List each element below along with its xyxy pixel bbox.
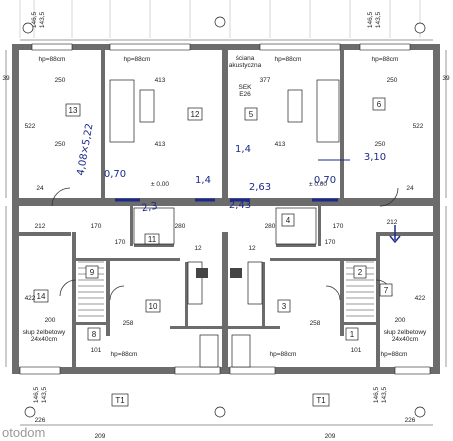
hp-top-left: hp=88cm: [39, 56, 66, 63]
outer-walls: [12, 44, 440, 374]
room-numbers: 13 12 5 6 11 4 9 2 14 10 3 7 8 1: [33, 97, 393, 341]
room-1: 1: [350, 330, 355, 339]
room-7: 7: [384, 286, 389, 295]
room-2: 2: [358, 268, 363, 277]
dim-209-a: 209: [95, 433, 106, 440]
dim-250-a: 250: [55, 77, 66, 84]
room-4: 4: [286, 216, 291, 225]
dim-377: 377: [260, 77, 271, 84]
dim-250-c: 250: [55, 141, 66, 148]
room-13: 13: [69, 106, 78, 115]
dim-212-left: 212: [35, 223, 46, 230]
slup-right-1: słup żelbetowy: [384, 329, 427, 336]
e26-label: E26: [239, 91, 251, 98]
hw-left-vertical: 4,08×5,22: [76, 123, 96, 177]
dim-250-d: 250: [375, 141, 386, 148]
dim-226-b: 226: [405, 417, 416, 424]
dim-12-a: 12: [194, 245, 202, 252]
dim-200-left: 200: [45, 317, 56, 324]
dim-280-a: 280: [175, 223, 186, 230]
dim-413-c: 413: [155, 141, 166, 148]
dim-258-left: 258: [123, 320, 134, 327]
hp-bottom-mid: hp=88cm: [270, 351, 297, 358]
dim-24-a: 24: [36, 185, 44, 192]
dim-101-right: 101: [351, 347, 362, 354]
hw-center-top: 1,4: [235, 144, 251, 155]
dim-39-right: 39: [442, 75, 450, 82]
dim-522-left: 522: [25, 123, 36, 130]
dim-1465-a: 146,5: [31, 11, 38, 28]
axis-markers: [22, 16, 426, 418]
dim-250-b: 250: [387, 77, 398, 84]
room-9: 9: [90, 268, 95, 277]
room-3: 3: [282, 302, 287, 311]
slup-left-2: 24x40cm: [31, 336, 57, 343]
watermark: otodom: [2, 425, 46, 440]
dim-101-left: 101: [91, 347, 102, 354]
dim-413-d: 413: [275, 141, 286, 148]
room-5: 5: [249, 110, 254, 119]
dim-170-b: 170: [115, 239, 126, 246]
hw-right-mid: 0,70: [314, 175, 336, 186]
room-6: 6: [377, 100, 382, 109]
slup-left-1: słup żelbetowy: [23, 329, 66, 336]
dim-209-b: 209: [325, 433, 336, 440]
sciana-label-2: akustyczna: [229, 62, 262, 69]
windows: [19, 43, 431, 375]
dim-1465-b: 146,5: [367, 11, 374, 28]
dim-280-b: 280: [265, 223, 276, 230]
dim-39-left: 39: [2, 75, 10, 82]
hp-bottom-right: hp=88cm: [381, 351, 408, 358]
dim-12-b: 12: [248, 245, 256, 252]
hw-mid-center: 1,4: [195, 175, 211, 186]
hw-mid-left: 2,3: [141, 201, 159, 215]
hp-top-mid-right: hp=88cm: [275, 56, 302, 63]
room-11: 11: [148, 235, 157, 244]
dimension-lines: [5, 39, 447, 426]
dim-24-b: 24: [406, 185, 414, 192]
dim-170-c: 170: [333, 223, 344, 230]
dim-422-right: 422: [415, 295, 426, 302]
hp-top-right: hp=88cm: [372, 56, 399, 63]
dim-1465-d: 146,5: [373, 386, 380, 403]
special-labels: ściana akustyczna SEK E26 słup żelbetowy…: [23, 55, 427, 407]
sek-label: SEK: [238, 84, 252, 91]
hw-right-top: 3,10: [364, 152, 386, 163]
hw-mid-center2: 2,43: [229, 200, 251, 211]
room-12: 12: [191, 110, 200, 119]
dim-170-a: 170: [91, 223, 102, 230]
dim-200-right: 200: [395, 317, 406, 324]
dim-170-d: 170: [325, 239, 336, 246]
hw-left-mid: 0,70: [104, 169, 126, 180]
sciana-label-1: ściana: [236, 55, 255, 62]
room-8: 8: [92, 330, 97, 339]
dimension-numbers: 39 39 250 413 377 250 522 522 250 413 41…: [2, 11, 450, 440]
dim-413-a: 413: [155, 77, 166, 84]
dim-522-right: 522: [413, 123, 424, 130]
room-10: 10: [149, 302, 158, 311]
t1-left: T1: [115, 396, 125, 405]
hw-center-mid: 2,63: [249, 182, 271, 193]
dim-258-right: 258: [310, 320, 321, 327]
dim-1465-c: 146,5: [33, 386, 40, 403]
dim-1435-d: 143,5: [381, 386, 388, 403]
slup-right-2: 24x40cm: [392, 336, 418, 343]
dim-1435-b: 143,5: [375, 11, 382, 28]
dim-000-left: ± 0.00: [151, 181, 169, 188]
hp-bottom-left: hp=88cm: [111, 351, 138, 358]
dim-422-left: 422: [25, 295, 36, 302]
hp-labels: hp=88cm hp=88cm hp=88cm hp=88cm hp=88cm …: [39, 56, 408, 358]
top-grid: [19, 0, 421, 38]
t1-right: T1: [316, 396, 326, 405]
dim-212-right: 212: [387, 219, 398, 226]
dim-000-right: ± 0.00: [309, 181, 327, 188]
dim-1435-c: 143,5: [41, 386, 48, 403]
hp-top-mid-left: hp=88cm: [124, 56, 151, 63]
room-14: 14: [37, 292, 46, 301]
dim-1435-a: 143,5: [39, 11, 46, 28]
dim-226-a: 226: [35, 417, 46, 424]
